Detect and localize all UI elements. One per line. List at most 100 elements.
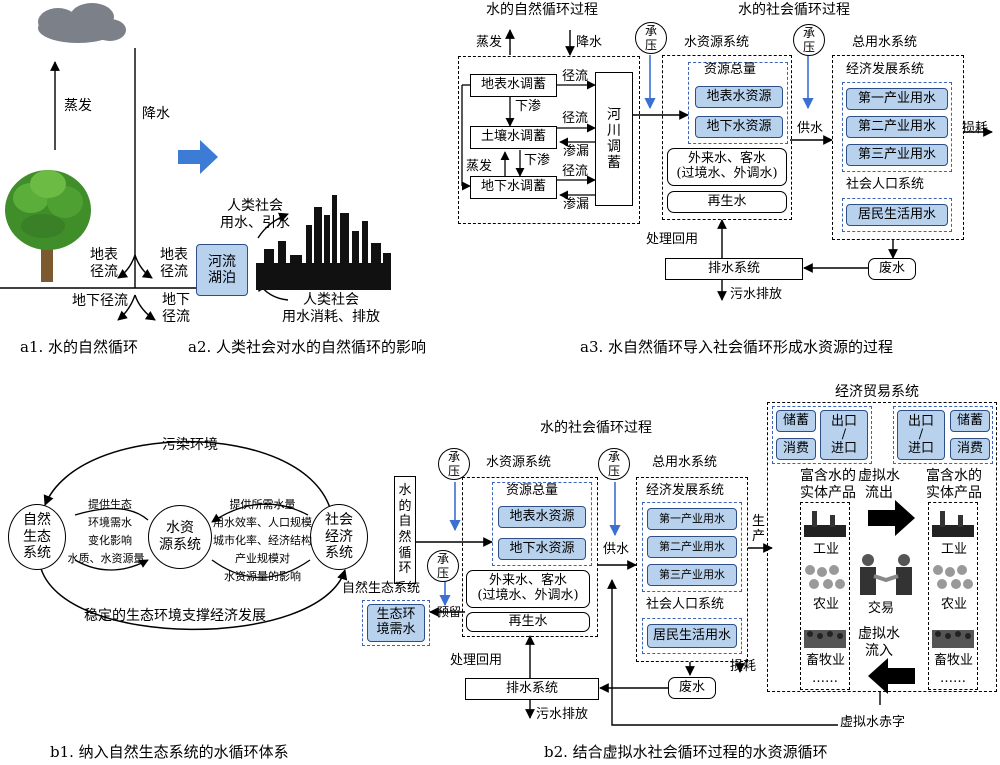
b2-consume-left: 消费 (776, 438, 816, 460)
industry-icon-left (804, 507, 846, 537)
b2-livestock-right: 畜牧业 (934, 653, 974, 668)
a2-human-use-label: 人类社会 用水、引水 (220, 198, 290, 231)
b2-dots-left: …… (812, 671, 838, 686)
a3-wastewater: 废水 (868, 258, 916, 280)
a3-social-title: 水的社会循环过程 (738, 2, 850, 18)
a3-supply-label: 供水 (797, 121, 824, 136)
industry-icon-right (932, 507, 974, 537)
b2-external-water: 外来水、客水 (过境水、外调水) (466, 570, 590, 608)
a3-runoff-3: 径流 (562, 164, 589, 179)
b2-total-resource-frame (492, 482, 592, 566)
a3-recycled-water: 再生水 (667, 191, 787, 213)
b2-wastewater: 废水 (668, 677, 716, 699)
a3-surface-store-box: 地表水调蓄 (470, 74, 557, 97)
a3-caption: a3. 水自然循环导入社会循环形成水资源的过程 (580, 338, 894, 356)
cloud-icon (38, 3, 126, 43)
a3-river-store-box: 河 川 调 蓄 (595, 72, 633, 206)
b2-vw-out-label: 虚拟水 流出 (858, 468, 900, 501)
handshake-icon (856, 552, 916, 598)
b2-resource-frame (462, 477, 598, 637)
a3-evap-2: 蒸发 (466, 159, 493, 174)
a3-econ-frame (842, 82, 952, 172)
b2-agri-left: 农业 (813, 597, 840, 612)
b2-caption: b2. 结合虚拟水社会循环过程的水资源循环 (544, 743, 828, 761)
a3-infiltration-2: 下渗 (524, 153, 551, 168)
b2-reuse-label: 处理回用 (450, 653, 503, 668)
b2-dots-right: …… (940, 671, 966, 686)
b1-right-text: 提供所需水量 用水效率、人口规模 城市化率、经济结构 产业规模对 水资源量的影响 (213, 498, 312, 583)
b2-rich-products-left: 富含水的 实体产品 (800, 468, 856, 501)
a3-pop-frame (842, 198, 952, 232)
b2-consume-right: 消费 (950, 438, 990, 460)
b2-reserve-label: 预留 (437, 605, 462, 619)
a3-total-resource-label: 资源总量 (704, 62, 757, 77)
b2-sewage-out: 污水排放 (536, 707, 589, 722)
b1-natural-eco-circle: 自然 生态 系统 (8, 504, 66, 570)
a1-evaporation-label: 蒸发 (64, 98, 92, 114)
b2-agri-right: 农业 (941, 597, 968, 612)
a3-natural-cycle-frame (458, 56, 640, 224)
a3-sewage-out: 污水排放 (730, 287, 783, 302)
a1-surface-runoff-right: 地表 径流 (160, 247, 188, 280)
a3-resource-frame (662, 55, 792, 220)
b2-industry-left: 工业 (813, 542, 840, 557)
right-arrow-icon (178, 140, 218, 174)
a3-runoff-1: 径流 (562, 69, 589, 84)
b2-econ-trade-title: 经济贸易系统 (835, 384, 919, 400)
a3-surface-resource: 地表水资源 (695, 86, 783, 108)
b2-recycled-water: 再生水 (466, 612, 590, 632)
b2-total-use-system: 总用水系统 (652, 455, 718, 470)
b2-natural-cycle-box: 水 的 自 然 循 环 (394, 476, 416, 584)
a3-drainage-system: 排水系统 (665, 258, 803, 280)
b2-total-use-frame (636, 477, 748, 662)
a3-industry-3: 第三产业用水 (846, 144, 948, 166)
a3-seepage-1: 渗漏 (563, 144, 590, 159)
a1-caption: a1. 水的自然循环 (20, 338, 139, 356)
a3-infiltration-1: 下渗 (515, 99, 542, 114)
b2-supply-label: 供水 (603, 542, 630, 557)
b2-export-import-left: 出口 / 进口 (820, 410, 868, 460)
a3-carry-pressure-2: 承 压 (793, 24, 825, 56)
b2-livestock-left: 畜牧业 (806, 653, 846, 668)
a3-carry-pressure-1: 承 压 (635, 22, 667, 54)
b2-surface-resource: 地表水资源 (498, 506, 586, 528)
b2-trade-left-frame (772, 406, 872, 464)
b2-natural-eco-label: 自然生态系统 (342, 581, 421, 596)
a3-resource-system-title: 水资源系统 (684, 35, 750, 50)
agriculture-icon-left (804, 562, 846, 592)
a2-human-consume-label: 人类社会 用水消耗、排放 (282, 292, 380, 325)
b2-loss-label: 损耗 (730, 659, 757, 674)
b2-social-pop: 社会人口系统 (646, 597, 725, 612)
a3-external-water: 外来水、客水 (过境水、外调水) (667, 148, 787, 186)
city-skyline-icon (256, 185, 391, 290)
b1-social-econ-circle: 社会 经济 系统 (310, 504, 368, 570)
b2-industry-3: 第三产业用水 (647, 564, 737, 586)
b2-produce-label: 生 产 (752, 514, 766, 545)
a3-ground-store-box: 地下水调蓄 (470, 176, 557, 199)
a3-loss-label: 损耗 (962, 121, 989, 136)
a3-natural-title: 水的自然循环过程 (486, 2, 598, 18)
b2-carry-pressure-1: 承 压 (438, 448, 470, 480)
b2-products-right-frame (928, 502, 978, 690)
agriculture-icon-right (932, 562, 974, 592)
b2-industry-right: 工业 (941, 542, 968, 557)
a2-river-lake-box: 河流 湖泊 (196, 244, 248, 296)
b2-eco-frame (362, 600, 430, 646)
b2-export-import-right: 出口 / 进口 (897, 410, 945, 460)
b1-pollution-label: 污染环境 (162, 437, 218, 453)
b2-carry-pressure-3: 承 压 (598, 448, 630, 480)
b2-eco-demand: 生态环 境需水 (367, 604, 425, 642)
b2-industry-2: 第二产业用水 (647, 536, 737, 558)
a1-groundwater-runoff-left: 地下径流 (72, 293, 128, 309)
b1-caption: b1. 纳入自然生态系统的水循环体系 (50, 743, 289, 761)
b2-econ-trade-frame (767, 402, 997, 692)
b2-social-title: 水的社会循环过程 (540, 420, 652, 436)
b2-trade-right-frame (893, 406, 993, 464)
a3-total-use-system: 总用水系统 (852, 35, 918, 50)
b1-stable-label: 稳定的生态环境支撑经济发展 (84, 608, 266, 624)
livestock-icon-right (932, 620, 974, 648)
a1-precipitation-label: 降水 (142, 106, 170, 122)
a3-soil-store-box: 土壤水调蓄 (470, 126, 557, 149)
b1-left-text: 提供生态 环境需水 变化影响 水质、水资源量 (67, 498, 145, 565)
